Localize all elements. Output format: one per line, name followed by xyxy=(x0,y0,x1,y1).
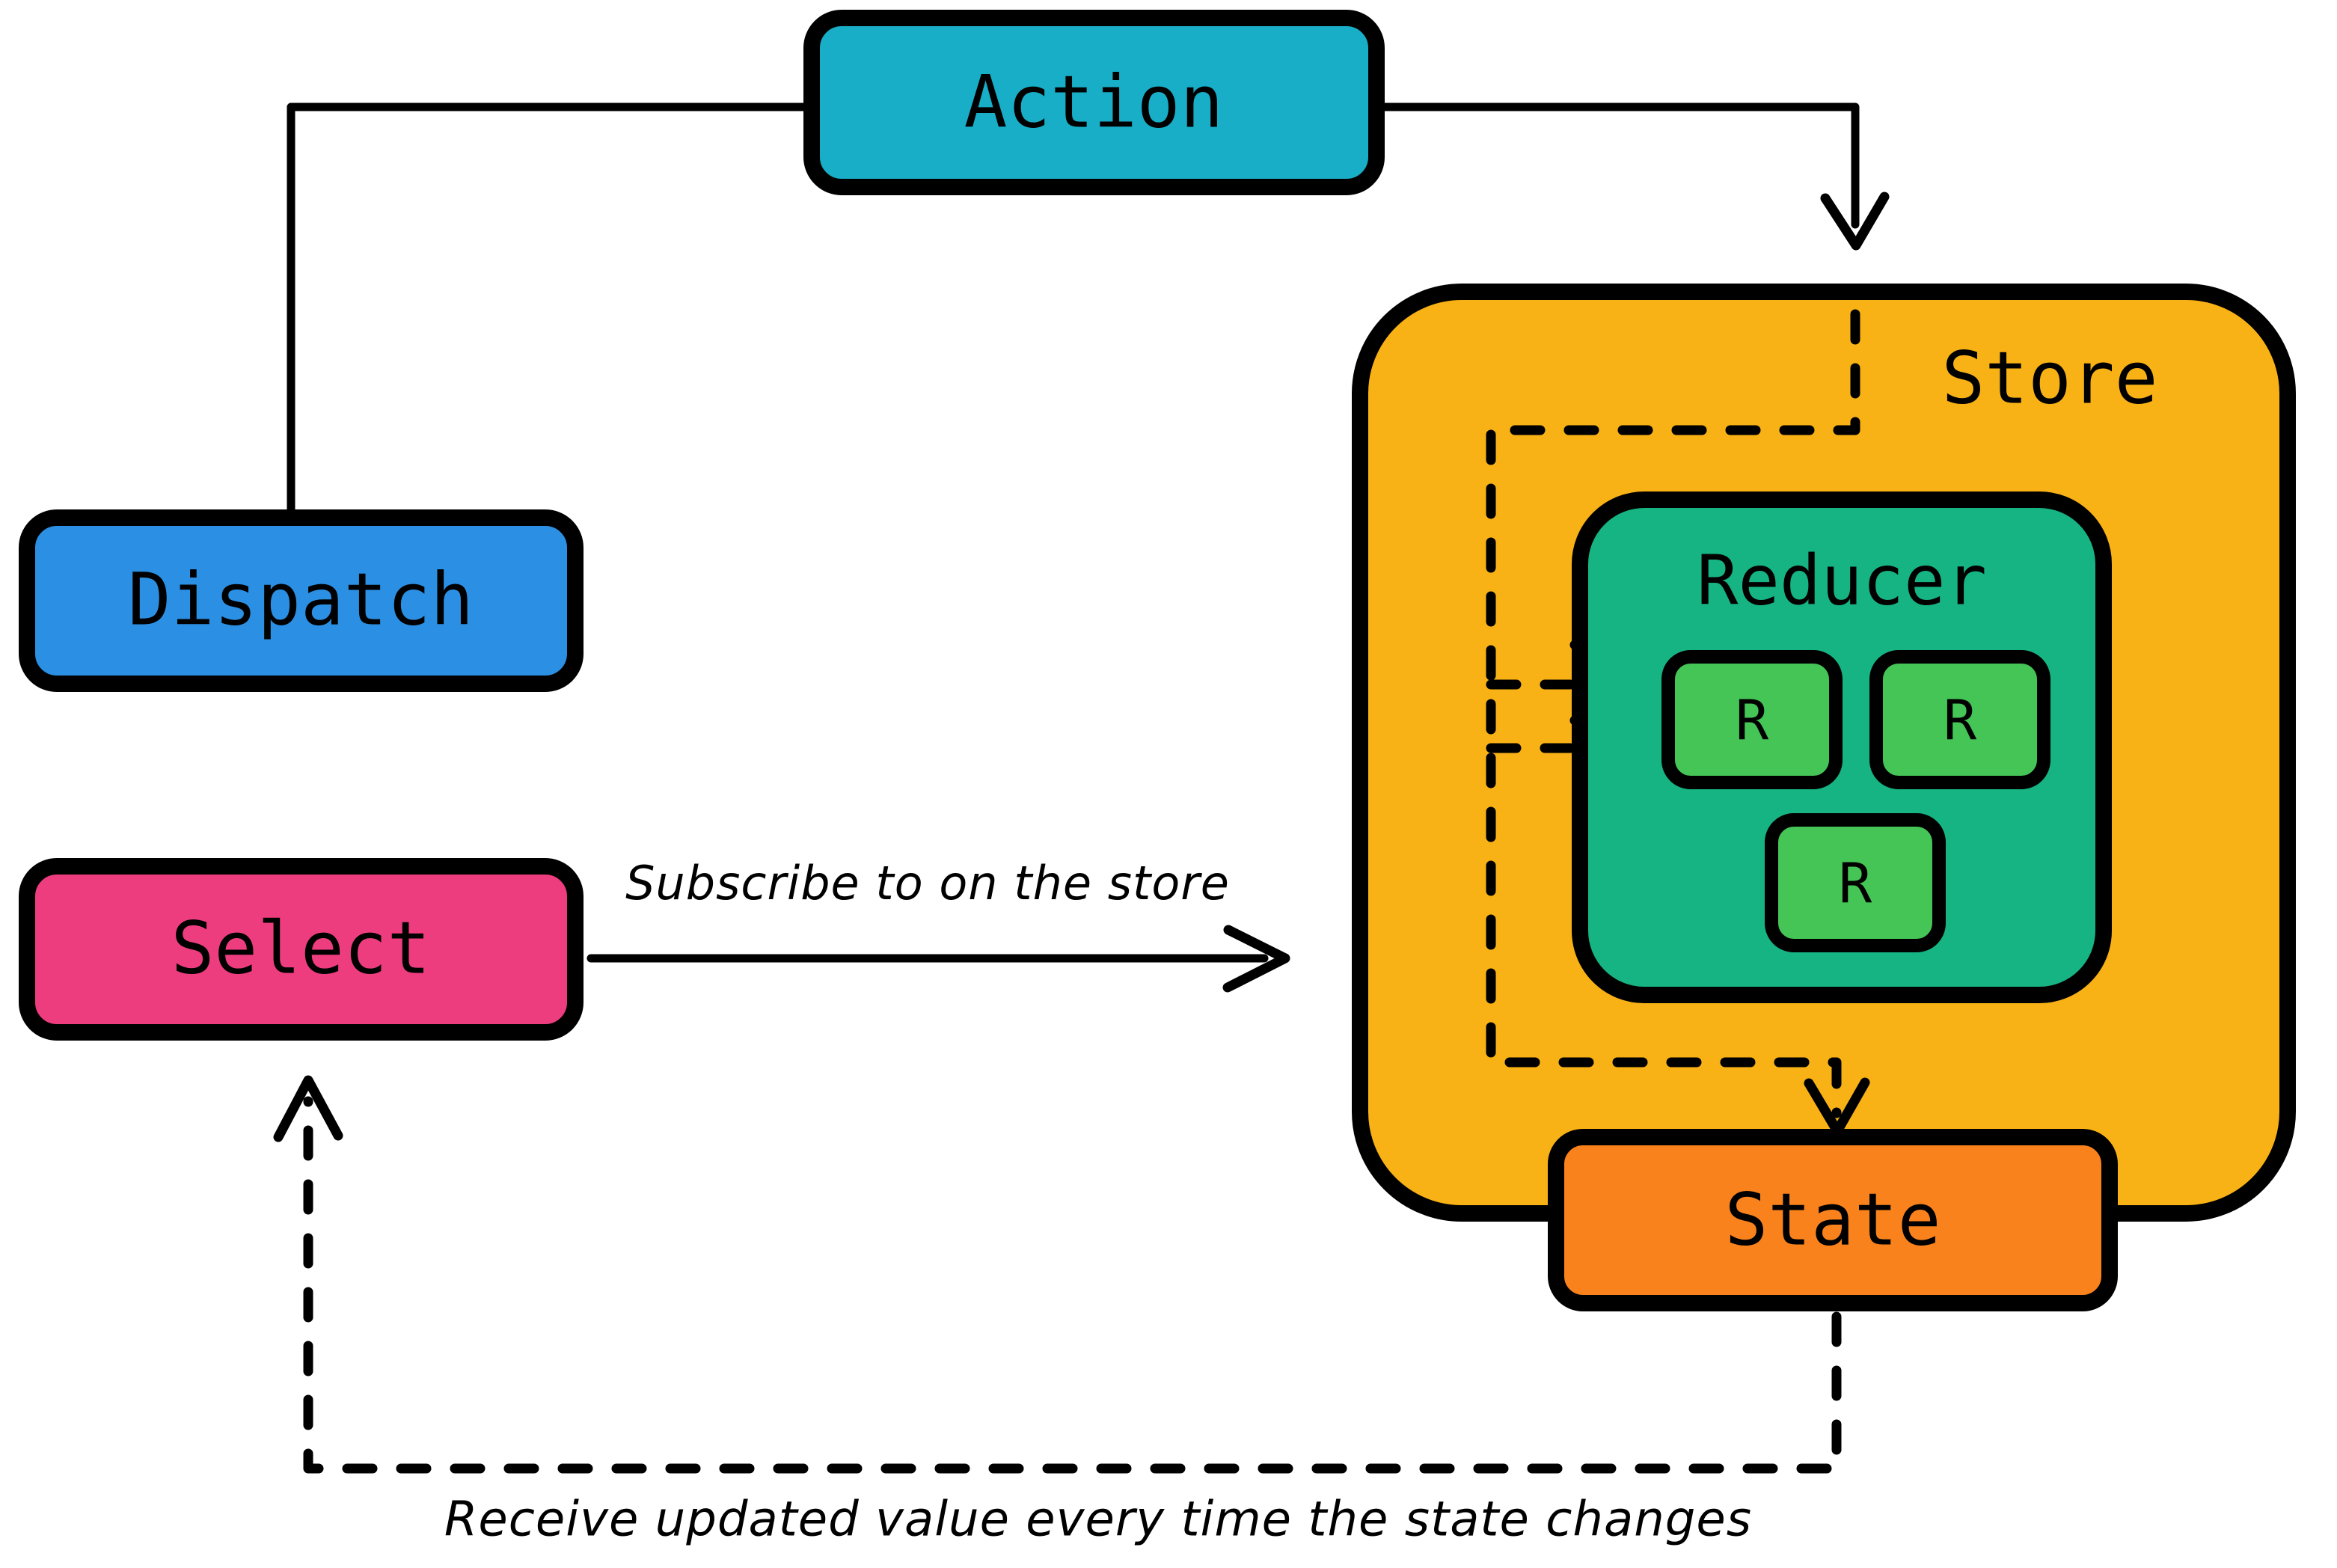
connector-store-internal-dashed xyxy=(1486,309,1860,1118)
arrowhead-state-to-select xyxy=(273,1075,343,1142)
reducer-item-1-label: R xyxy=(1736,689,1769,753)
arrowhead-action-to-store xyxy=(1820,192,1890,251)
arrowhead-select-to-store xyxy=(1222,925,1290,993)
store-label: Store xyxy=(1942,336,2158,420)
action-label: Action xyxy=(964,60,1224,144)
reducer-item-3[interactable] xyxy=(1765,813,1946,952)
connector-action-to-store xyxy=(1372,102,1860,229)
dispatch-node[interactable] xyxy=(19,509,584,692)
action-node[interactable] xyxy=(803,10,1385,195)
reducer-item-3-label: R xyxy=(1839,852,1872,916)
connector-state-to-select-dashed xyxy=(303,1096,1842,1474)
select-node[interactable] xyxy=(19,858,584,1041)
state-label: State xyxy=(1725,1177,1941,1261)
connector-action-to-dispatch xyxy=(287,102,816,526)
select-label: Select xyxy=(171,906,431,990)
reducer-item-2-label: R xyxy=(1944,689,1977,753)
diagram-caption: Receive updated value every time the sta… xyxy=(444,1492,1752,1548)
reducer-label: Reducer xyxy=(1697,540,1987,620)
state-node[interactable] xyxy=(1548,1129,2118,1311)
reducer-item-2[interactable] xyxy=(1869,650,2050,789)
dispatch-label: Dispatch xyxy=(128,557,474,641)
subscribe-edge-label: Subscribe to on the store xyxy=(625,856,1230,910)
reducer-item-1[interactable] xyxy=(1661,650,1843,789)
